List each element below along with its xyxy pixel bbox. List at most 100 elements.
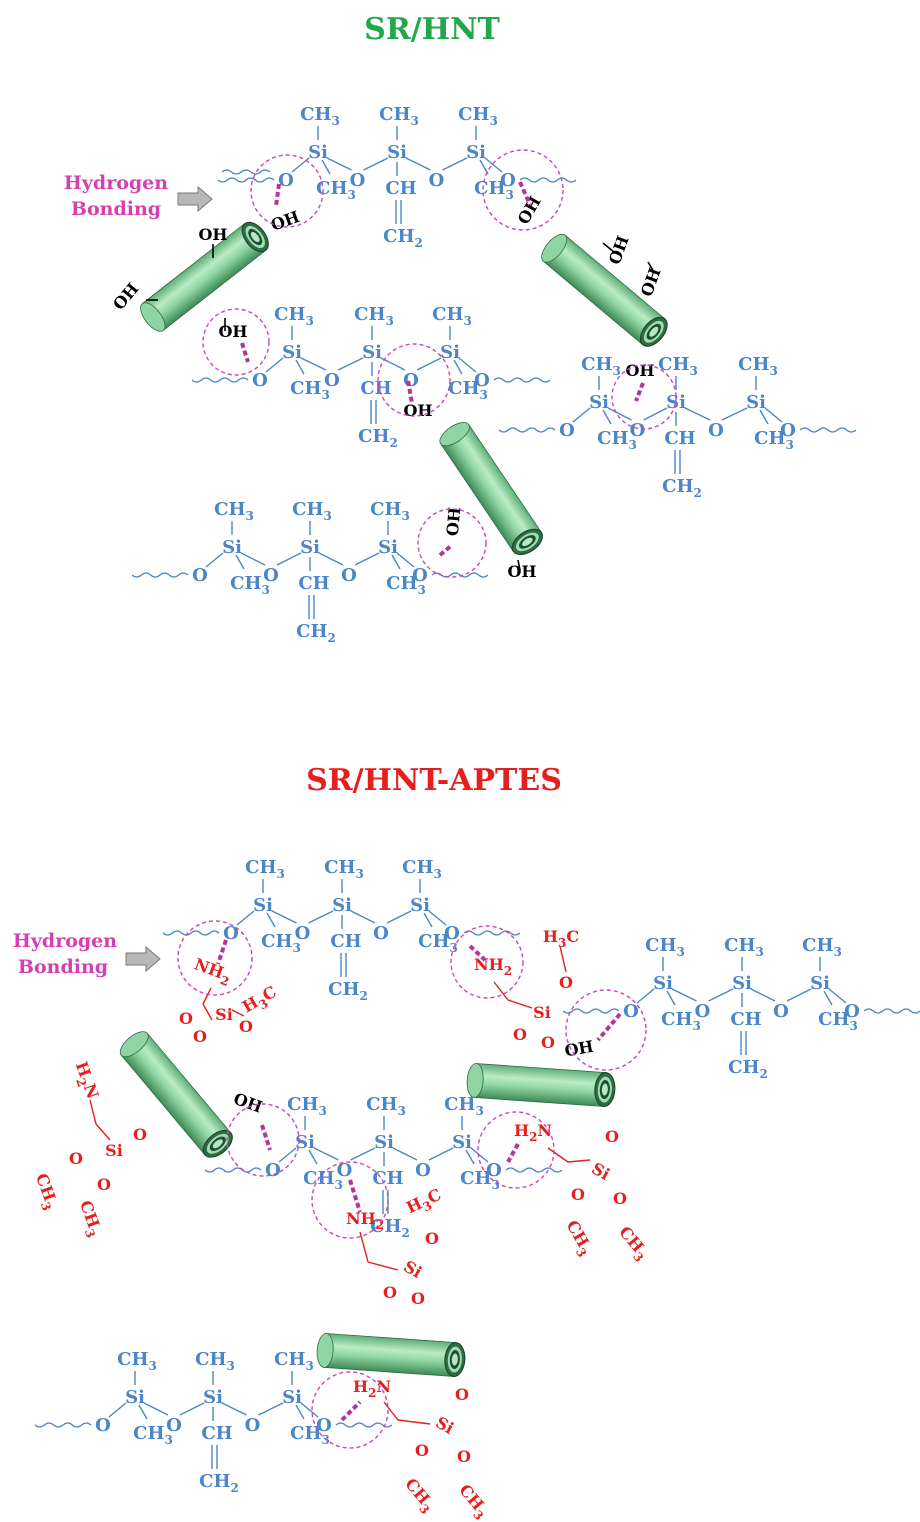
atom-h2n: H2N [68, 1059, 103, 1103]
atom-ch: CH [330, 931, 361, 952]
chain-continuation [34, 1422, 92, 1428]
chain-continuation [204, 1167, 262, 1173]
atom-o: O [179, 1009, 193, 1028]
atom-o: O [252, 370, 268, 391]
atom-si: Si [466, 142, 486, 163]
atom-o: O [695, 1001, 711, 1022]
atom-oh: OH [637, 265, 665, 299]
atom-ch3: CH3 [303, 1168, 343, 1192]
atom-nh2: NH2 [474, 955, 512, 978]
atom-o: O [278, 170, 294, 191]
atom-ch: CH [372, 1168, 403, 1189]
atom-o: O [412, 565, 428, 586]
label-hydrogen: Hydrogen [13, 930, 117, 952]
atom-oh: OH [198, 225, 227, 244]
atom-o: O [541, 1033, 555, 1052]
atom-o: O [780, 420, 796, 441]
atom-si: Si [378, 537, 398, 558]
atom-o: O [474, 370, 490, 391]
atom-o: O [605, 1127, 619, 1146]
chain-continuation [562, 1008, 620, 1014]
legend-hydrogen-bonding-top: Hydrogen Bonding [64, 172, 213, 220]
atom-ch2: CH2 [328, 979, 368, 1003]
atom-o: O [166, 1415, 182, 1436]
hydrogen-bond [348, 1179, 362, 1213]
atom-o: O [623, 1001, 639, 1022]
chain-continuation [863, 1008, 920, 1014]
atom-o: O [239, 1017, 253, 1036]
nanotube [465, 1062, 617, 1108]
hydrogen-bond [596, 1012, 622, 1042]
atom-ch3: CH3 [645, 935, 685, 959]
atom-o: O [245, 1415, 261, 1436]
atom-si: Si [308, 142, 328, 163]
atom-o: O [571, 1185, 585, 1204]
atom-si: Si [282, 342, 302, 363]
atom-oh: OH [563, 1037, 595, 1061]
hydrogen-bond-highlight [202, 308, 270, 376]
atom-h3c: H3C [543, 927, 579, 950]
chain-continuation [799, 427, 857, 433]
atom-oh: OH [605, 233, 633, 267]
atom-o: O [265, 1160, 281, 1181]
atom-h2n: H2N [514, 1121, 552, 1144]
atom-ch3: CH3 [724, 935, 764, 959]
atom-o: O [403, 370, 419, 391]
hydrogen-bond [406, 380, 414, 404]
atom-ch2: CH2 [199, 1471, 239, 1495]
atom-si: Si [432, 1413, 457, 1438]
title-sr-hnt: SR/HNT [364, 12, 500, 47]
chain-continuation [498, 427, 556, 433]
atom-si: Si [125, 1387, 145, 1408]
atom-o: O [559, 973, 573, 992]
atom-si: Si [222, 537, 242, 558]
atom-o: O [383, 1283, 397, 1302]
atom-o: O [97, 1175, 111, 1194]
atom-ch3: CH3 [28, 1171, 62, 1213]
atom-si: Si [300, 537, 320, 558]
hydrogen-bond [340, 1400, 362, 1422]
chain-continuation [131, 572, 189, 578]
atom-nh2: NH2 [190, 954, 234, 989]
atom-si: Si [410, 895, 430, 916]
atom-ch3: CH3 [274, 1349, 314, 1373]
atom-o: O [486, 1160, 502, 1181]
atom-ch3: CH3 [274, 304, 314, 328]
hydrogen-bond-highlight [611, 364, 677, 430]
chain-continuation [335, 1422, 393, 1428]
hydrogen-bond [240, 342, 250, 363]
atom-o: O [429, 170, 445, 191]
atom-ch: CH [298, 573, 329, 594]
atom-oh: OH [268, 207, 302, 235]
atom-ch3: CH3 [458, 104, 498, 128]
atom-ch3: CH3 [366, 1094, 406, 1118]
atom-si: Si [362, 342, 382, 363]
atom-si: Si [588, 1159, 613, 1184]
atom-si: Si [400, 1257, 425, 1282]
atom-o: O [500, 170, 516, 191]
atom-ch3: CH3 [117, 1349, 157, 1373]
atom-si: Si [295, 1132, 315, 1153]
atom-o: O [373, 923, 389, 944]
atom-si: Si [653, 973, 673, 994]
atom-o: O [415, 1160, 431, 1181]
hydrogen-bond [506, 1143, 520, 1163]
atom-o: O [350, 170, 366, 191]
hydrogen-bond-highlight [226, 1103, 300, 1177]
atom-oh: OH [403, 401, 432, 420]
atom-ch3: CH3 [432, 304, 472, 328]
atom-ch3: CH3 [370, 499, 410, 523]
atom-ch3: CH3 [245, 857, 285, 881]
atom-ch3: CH3 [287, 1094, 327, 1118]
atom-si: Si [746, 392, 766, 413]
atom-oh: OH [231, 1089, 265, 1117]
atom-o: O [708, 420, 724, 441]
label-hydrogen: Hydrogen [64, 172, 168, 194]
atom-oh: OH [218, 322, 247, 341]
atom-si: Si [253, 895, 273, 916]
atom-ch3: CH3 [658, 354, 698, 378]
hydrogen-bond [216, 939, 228, 965]
